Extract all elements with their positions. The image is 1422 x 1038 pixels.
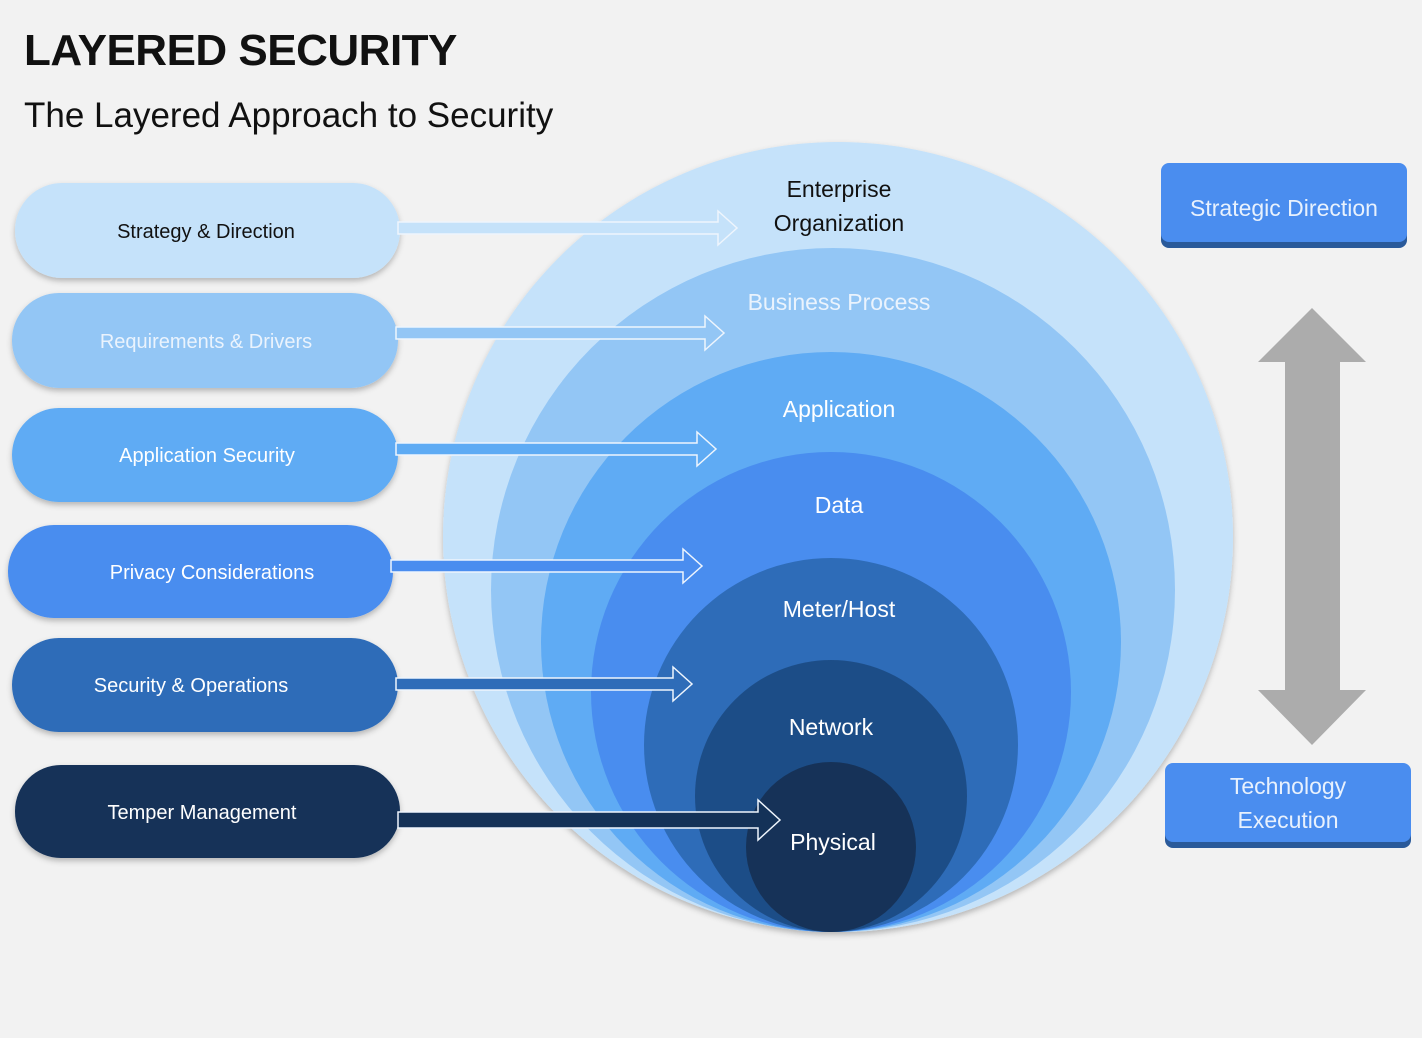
arrow-right-icon bbox=[395, 430, 718, 468]
strategic-direction-box: Strategic Direction bbox=[1161, 163, 1407, 248]
layer-circles bbox=[443, 142, 1233, 932]
pill-label: Privacy Considerations bbox=[110, 562, 315, 584]
pill-application-security bbox=[12, 408, 398, 502]
pill-strategy-direction bbox=[15, 183, 400, 278]
layer-label-organization: Organization bbox=[774, 210, 904, 236]
layer-label-network: Network bbox=[789, 714, 874, 740]
arrow-right-icon bbox=[390, 547, 704, 585]
layer-label-application: Application bbox=[783, 396, 896, 422]
arrow-right-icon bbox=[395, 314, 726, 352]
technology-execution-label-line1: Technology bbox=[1230, 773, 1347, 799]
pill-label: Requirements & Drivers bbox=[100, 331, 312, 353]
layer-label-business-process: Business Process bbox=[748, 289, 931, 315]
pill-privacy-considerations bbox=[8, 525, 393, 618]
layer-label-physical: Physical bbox=[790, 829, 876, 855]
layer-label-data: Data bbox=[815, 492, 864, 518]
strategic-direction-label: Strategic Direction bbox=[1190, 195, 1378, 221]
layer-circle-physical bbox=[746, 762, 916, 932]
pill-label: Strategy & Direction bbox=[117, 221, 295, 243]
pill-security-operations bbox=[12, 638, 398, 732]
double-arrow-vertical-icon bbox=[1258, 308, 1366, 745]
arrow-right-icon bbox=[395, 665, 694, 703]
page-title: LAYERED SECURITY bbox=[24, 26, 457, 75]
arrow-right-icon bbox=[397, 798, 782, 842]
layer-label-enterprise: Enterprise bbox=[787, 176, 892, 202]
layer-label-meter-host: Meter/Host bbox=[783, 596, 896, 622]
technology-execution-label-line2: Execution bbox=[1237, 807, 1338, 833]
pill-label: Application Security bbox=[119, 445, 295, 467]
page-subtitle: The Layered Approach to Security bbox=[24, 96, 554, 135]
pill-label: Security & Operations bbox=[94, 675, 289, 697]
technology-execution-box: Technology Execution bbox=[1165, 763, 1411, 848]
pill-label: Temper Management bbox=[108, 802, 297, 824]
arrow-right-icon bbox=[397, 209, 739, 247]
pill-temper-management bbox=[15, 765, 400, 858]
pill-requirements-drivers bbox=[12, 293, 398, 388]
